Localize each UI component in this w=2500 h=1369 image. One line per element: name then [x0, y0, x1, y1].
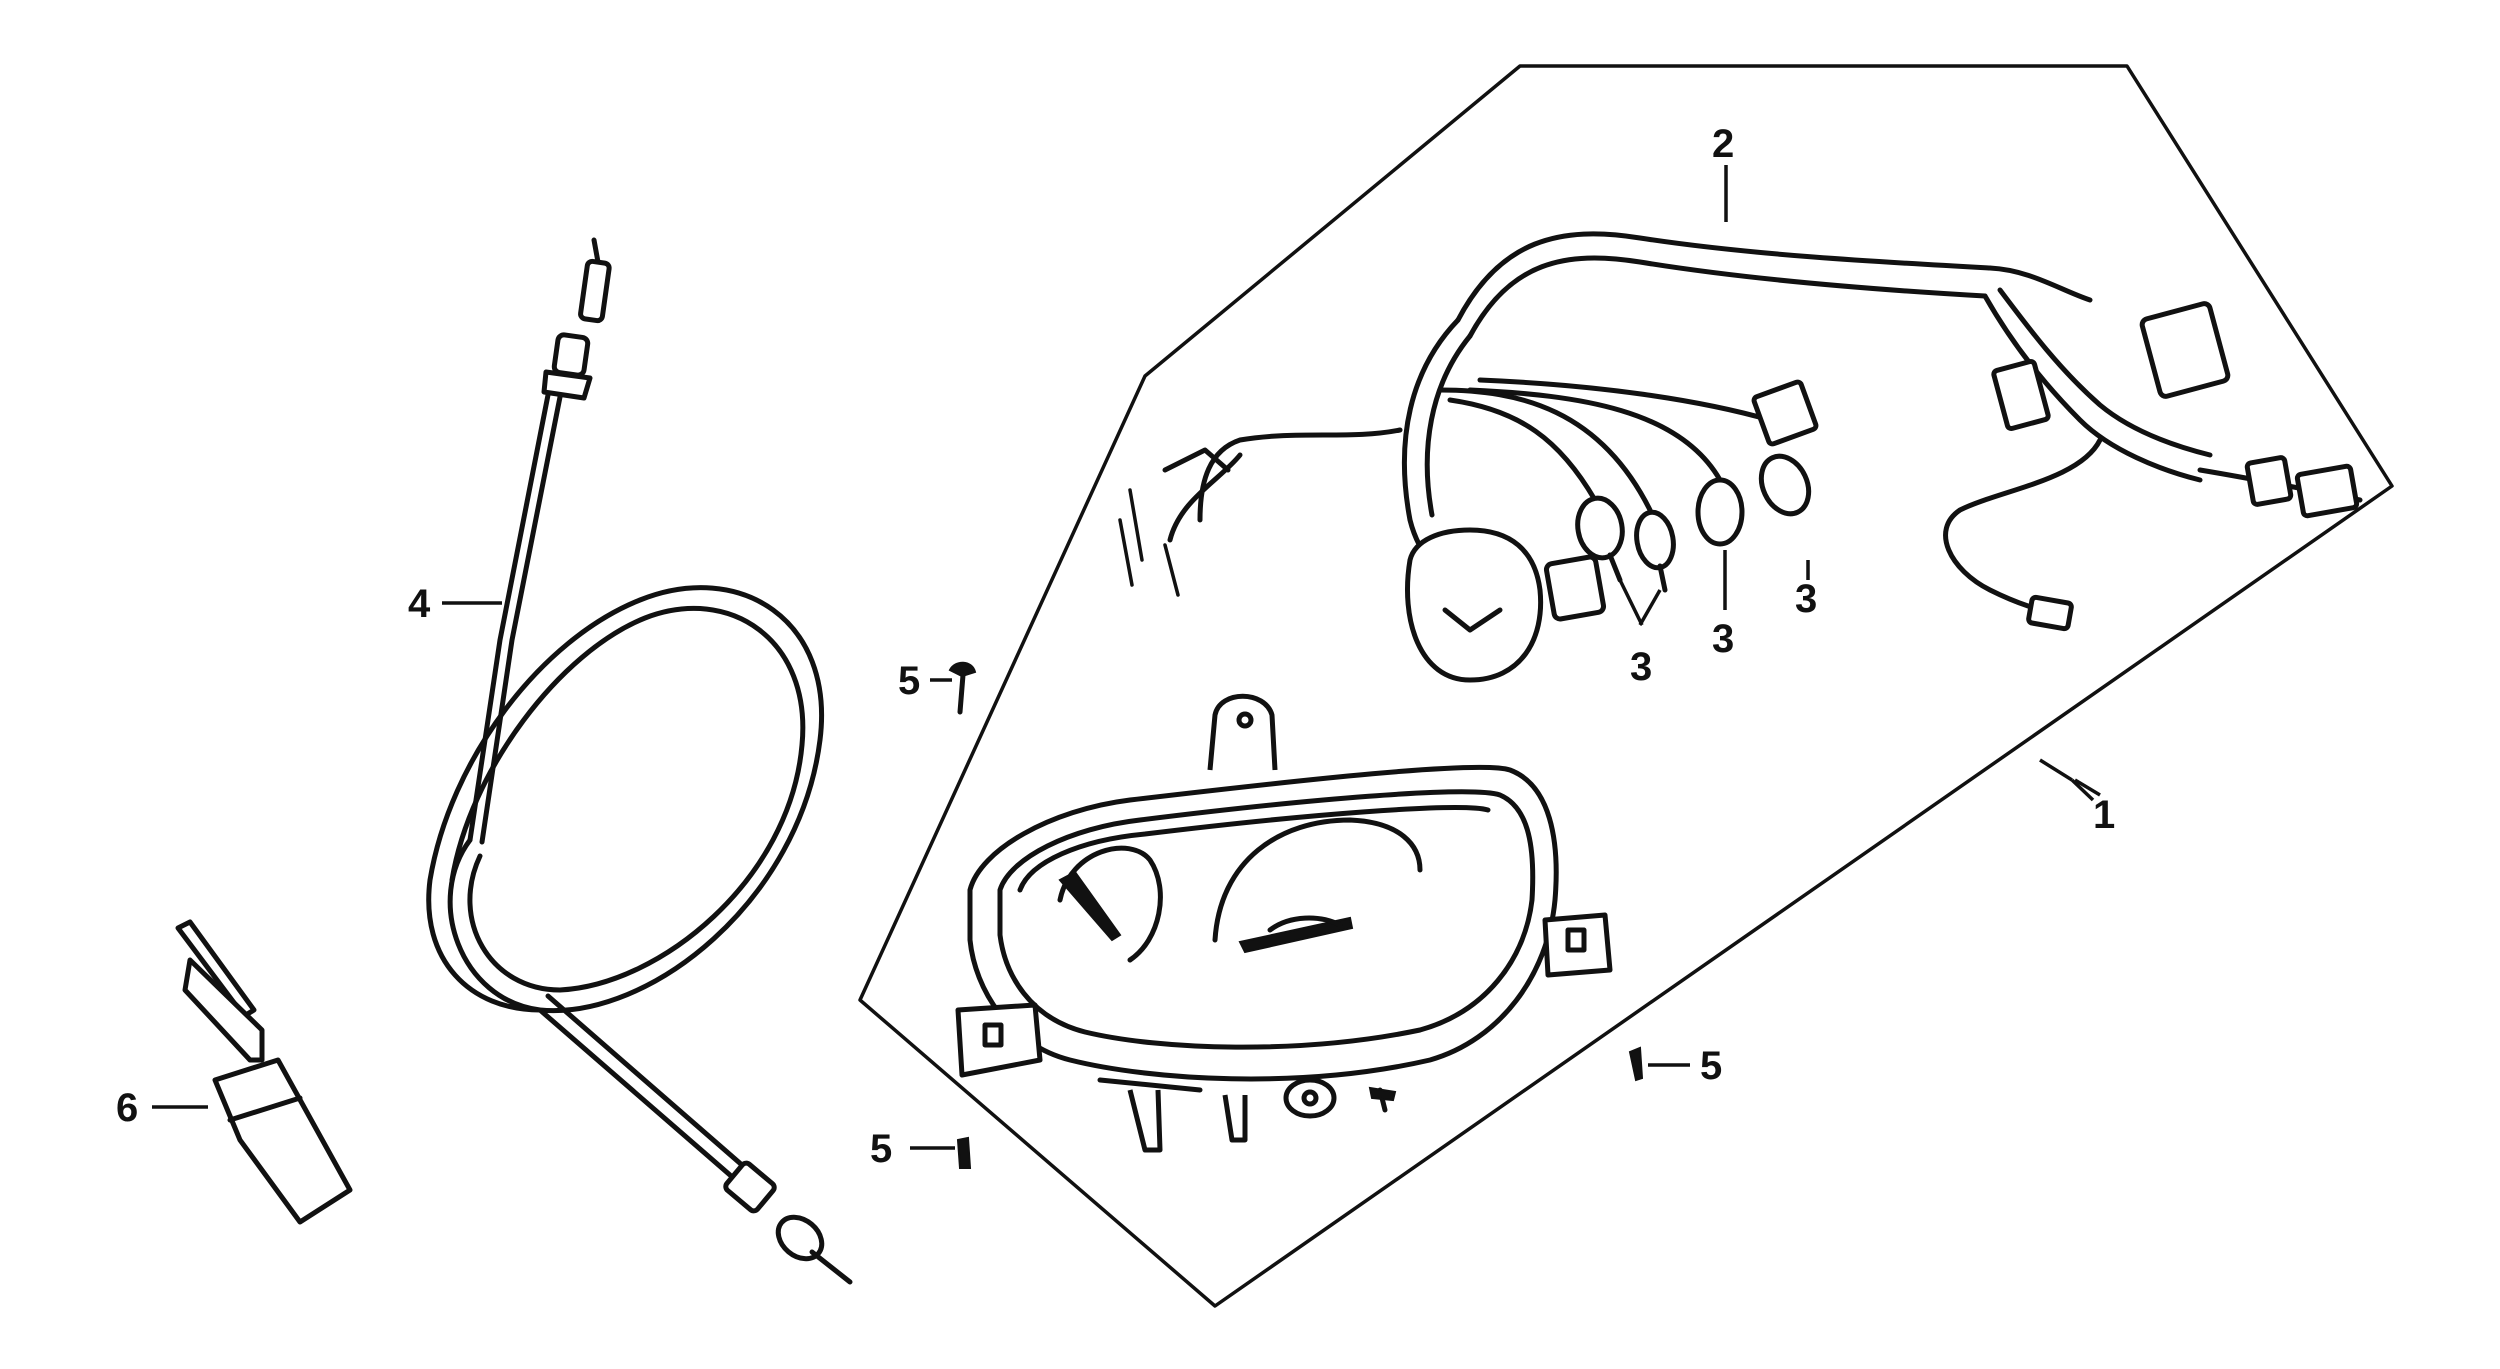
part-label-1: 1 [2093, 793, 2115, 837]
part-label-3: 3 [1795, 577, 1817, 621]
part-label-5: 5 [1700, 1044, 1722, 1088]
part-label-3: 3 [1712, 617, 1734, 661]
meter-cluster [955, 693, 1613, 1153]
screws [948, 661, 1644, 1169]
assembly-outline [858, 64, 2394, 1308]
callout-leaders [152, 165, 2101, 1150]
wire-harness [1118, 231, 2363, 683]
part-label-5: 5 [870, 1127, 892, 1171]
speedometer-cable [426, 237, 853, 1285]
part-label-5: 5 [898, 659, 920, 703]
part-label-3: 3 [1630, 645, 1652, 689]
cable-clip [175, 919, 353, 1225]
part-label-6: 6 [116, 1086, 138, 1130]
part-label-2: 2 [1712, 122, 1734, 166]
part-label-4: 4 [408, 582, 431, 626]
